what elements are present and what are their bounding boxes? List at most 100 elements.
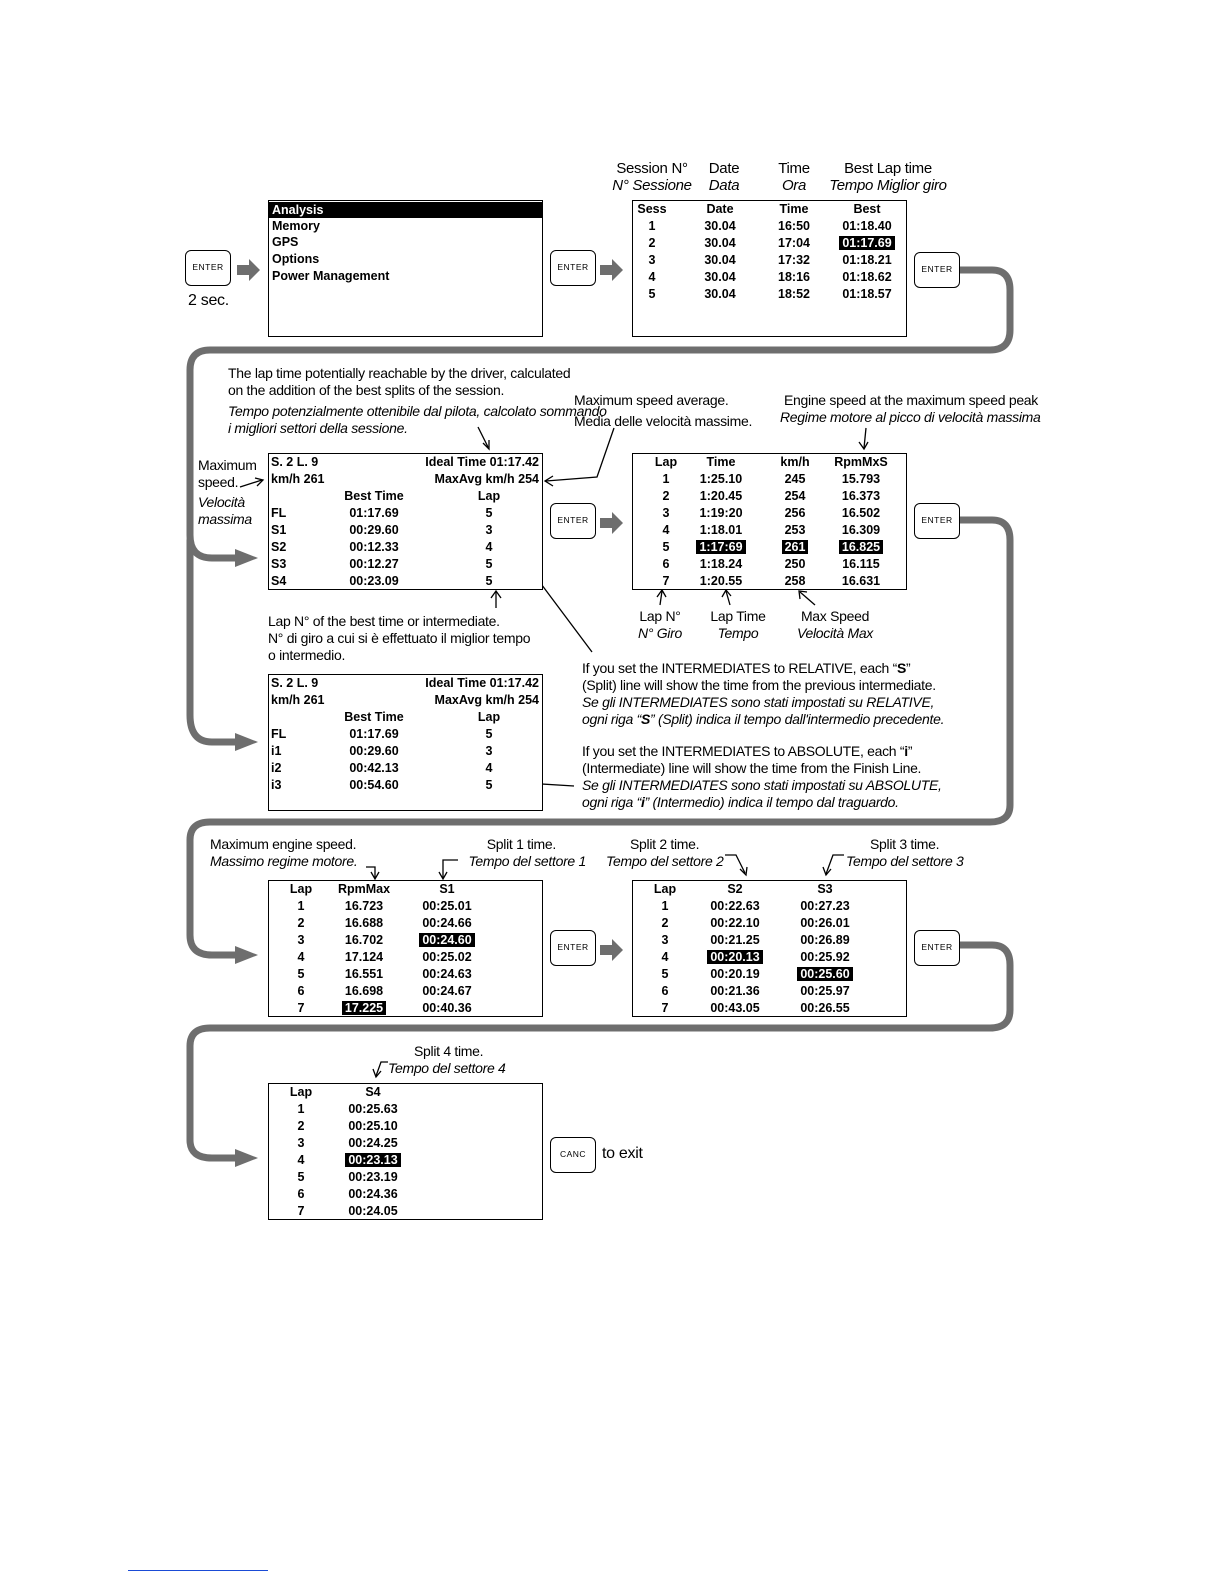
table-cell: 01:18.57 xyxy=(842,287,892,301)
table-row: 1 00:25.63 xyxy=(269,1101,542,1118)
table-cell: 18:16 xyxy=(778,270,810,284)
canc-key[interactable]: CANC xyxy=(550,1137,596,1173)
table-cell: 16.698 xyxy=(344,984,384,998)
highlight-value: 16.825 xyxy=(838,540,884,554)
table-cell: 16.373 xyxy=(841,489,881,503)
enter-key-3[interactable]: ENTER xyxy=(914,252,960,288)
note-time: Time Ora xyxy=(778,160,810,194)
ideal-time: Ideal Time 01:17.42 xyxy=(425,676,539,690)
menu-item-analysis[interactable]: Analysis xyxy=(269,202,542,218)
table-cell: 16.115 xyxy=(842,557,880,571)
enter-key-4[interactable]: ENTER xyxy=(550,503,596,539)
table-cell: 00:25.02 xyxy=(422,950,472,964)
menu-item-gps[interactable]: GPS xyxy=(272,235,299,249)
best-time: 00:54.60 xyxy=(349,778,399,792)
table-cell: 16.631 xyxy=(841,574,881,588)
table-cell: 1 xyxy=(297,1102,305,1116)
highlight-value: 1:17:69 xyxy=(696,540,746,554)
menu-item-memory[interactable]: Memory xyxy=(272,219,320,233)
column-header: S1 xyxy=(439,882,455,896)
table-cell: 6 xyxy=(661,984,669,998)
note-best-lap: Best Lap time Tempo Miglior giro xyxy=(829,160,947,194)
table-cell: 2 xyxy=(297,1119,305,1133)
note-absolute: If you set the INTERMEDIATES to ABSOLUTE… xyxy=(582,743,942,810)
split-label: S1 xyxy=(271,523,287,537)
table-cell: 17:04 xyxy=(778,236,810,250)
enter-key-5[interactable]: ENTER xyxy=(914,503,960,539)
table-cell: 1:18.01 xyxy=(699,523,743,537)
table-cell: 30.04 xyxy=(704,253,736,267)
enter-key-2[interactable]: ENTER xyxy=(550,250,596,286)
menu-item-options[interactable]: Options xyxy=(272,252,320,266)
max-avg-speed: MaxAvg km/h 254 xyxy=(434,472,539,486)
column-header: Best xyxy=(853,202,881,216)
note-lap-time: Lap Time Tempo xyxy=(710,608,766,641)
table-cell: 00:25.97 xyxy=(800,984,850,998)
lap-number: 3 xyxy=(485,744,493,758)
table-cell: 3 xyxy=(661,933,669,947)
note-max-speed: Maximum speed. Velocità massima xyxy=(198,457,257,527)
table-cell: 1 xyxy=(297,899,305,913)
table-cell: 1:17:69 xyxy=(685,539,757,556)
table-cell: 2 xyxy=(662,489,670,503)
table-cell: 00:24.67 xyxy=(422,984,472,998)
column-header: Time xyxy=(706,455,736,469)
note-split-2: Split 2 time. Tempo del settore 2 xyxy=(606,836,724,869)
table-cell: 16.825 xyxy=(821,539,901,556)
table-cell: 258 xyxy=(784,574,806,588)
table-cell: 6 xyxy=(662,557,670,571)
table-cell: 00:25.92 xyxy=(800,950,850,964)
table-cell: 5 xyxy=(297,967,305,981)
table-cell: 4 xyxy=(297,950,305,964)
note-rpmmax: Maximum engine speed. Massimo regime mot… xyxy=(210,836,358,869)
column-header: km/h xyxy=(780,455,810,469)
hold-note: 2 sec. xyxy=(188,292,229,309)
column-header: Lap xyxy=(289,882,313,896)
highlight-value: 00:20.13 xyxy=(707,950,763,964)
max-speed-value: km/h 261 xyxy=(271,693,325,707)
table-cell: 5 xyxy=(661,967,669,981)
table-cell: 00:24.05 xyxy=(348,1204,398,1218)
table-cell: 00:24.60 xyxy=(411,932,483,949)
menu-item-power-management[interactable]: Power Management xyxy=(272,269,390,283)
table-cell: 1:25.10 xyxy=(699,472,743,486)
exit-note: to exit xyxy=(602,1145,643,1162)
table-cell: 17.225 xyxy=(329,1000,399,1017)
enter-key-1[interactable]: ENTER xyxy=(185,250,231,286)
table-cell: 250 xyxy=(784,557,806,571)
enter-key-7[interactable]: ENTER xyxy=(914,930,960,966)
note-relative: If you set the INTERMEDIATES to RELATIVE… xyxy=(582,660,945,727)
note-rpm-peak: Engine speed at the maximum speed peak R… xyxy=(780,392,1041,425)
column-header: S3 xyxy=(817,882,833,896)
table-cell: 00:25.63 xyxy=(348,1102,398,1116)
enter-key-6[interactable]: ENTER xyxy=(550,930,596,966)
table-cell: 1 xyxy=(662,472,670,486)
column-header: Lap xyxy=(289,1085,313,1099)
table-cell: 16.551 xyxy=(344,967,384,981)
table-cell: 1 xyxy=(661,899,669,913)
table-cell: 30.04 xyxy=(704,270,736,284)
column-header: Lap xyxy=(654,455,678,469)
lap-number: 3 xyxy=(485,523,493,537)
best-time: 00:29.60 xyxy=(349,523,399,537)
table-cell: 00:24.66 xyxy=(422,916,472,930)
table-cell: 15.793 xyxy=(841,472,881,486)
table-cell: 00:20.13 xyxy=(699,949,771,966)
